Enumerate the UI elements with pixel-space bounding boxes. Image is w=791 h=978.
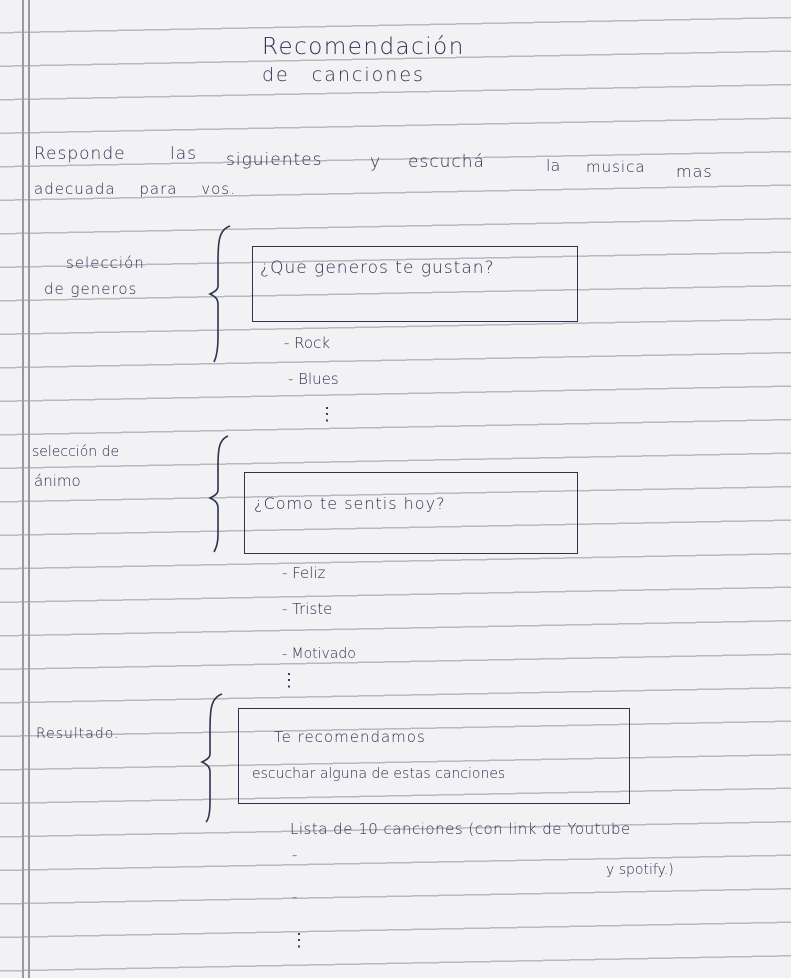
margin-line (22, 0, 24, 978)
option-rock: - Rock (284, 334, 331, 352)
result-box-line-1: Te recomendamos (274, 728, 426, 746)
margin-line (28, 0, 30, 978)
intro-word: la (546, 156, 561, 175)
genres-question: ¿Que generos te gustan? (260, 258, 495, 278)
mood-label: selección de (32, 444, 120, 460)
more-ellipsis: ⋮ (318, 404, 336, 425)
intro-word: las (170, 144, 197, 164)
mood-question: ¿Como te sentis hoy? (254, 494, 446, 513)
result-box (238, 708, 630, 804)
intro-word: y (370, 152, 381, 172)
option-motivado: - Motivado (282, 646, 356, 662)
intro-line-2: adecuada para vos. (34, 180, 236, 198)
genres-label: selección (66, 254, 145, 272)
more-ellipsis: ⋮ (290, 930, 308, 951)
option-feliz: - Feliz (282, 564, 326, 582)
intro-word: musica (586, 158, 646, 176)
option-triste: - Triste (282, 600, 333, 618)
song-list-item: - (292, 846, 298, 864)
page-subtitle: de canciones (262, 64, 425, 86)
brace-icon (208, 225, 231, 363)
intro-word: escuchá (408, 152, 485, 172)
more-ellipsis: ⋮ (280, 670, 298, 691)
brace-icon (208, 435, 229, 553)
song-list-title: Lista de 10 canciones (con link de Youtu… (290, 820, 631, 838)
genres-question-box (252, 246, 578, 322)
mood-question-box (244, 472, 578, 554)
brace-icon (200, 693, 223, 823)
intro-word: Responde (34, 144, 126, 164)
page-title: Recomendación (262, 34, 465, 60)
intro-word: mas (676, 162, 713, 181)
intro-word: siguientes (226, 150, 323, 170)
mood-label: ánimo (34, 472, 81, 490)
song-list-title-2: y spotify.) (606, 862, 674, 878)
option-blues: - Blues (288, 370, 339, 388)
genres-label: de generos (44, 280, 138, 298)
result-label: Resultado. (36, 726, 120, 742)
song-list-item: - (292, 888, 298, 906)
result-box-line-2: escuchar alguna de estas canciones (252, 766, 506, 782)
